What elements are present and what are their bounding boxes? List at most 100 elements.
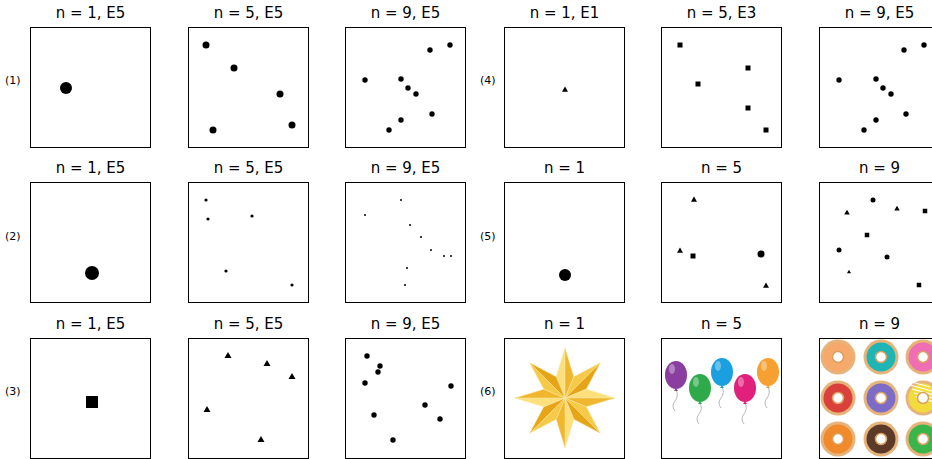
stimulus-panel: n = 5, E5 [188, 182, 309, 303]
dot [409, 224, 411, 226]
dot [390, 437, 395, 442]
stimulus-shapes [836, 42, 926, 132]
donuts-illustration [821, 340, 932, 457]
dot [289, 122, 296, 129]
balloon-string [719, 387, 723, 408]
donut [906, 422, 932, 457]
donut-dough [821, 422, 856, 457]
square-mark [678, 43, 683, 48]
stimulus-panel: n = 9, E5 [345, 182, 466, 303]
balloon-body [711, 358, 733, 386]
dot [364, 353, 369, 358]
dot [758, 251, 765, 258]
dot [871, 198, 876, 203]
panel-title: n = 1, E5 [1, 314, 180, 334]
balloon-shine [761, 361, 767, 371]
panel-title: n = 5 [632, 314, 811, 334]
dot [60, 82, 72, 94]
balloon-body [689, 374, 711, 402]
dot [250, 214, 253, 217]
stimulus-shapes [559, 269, 571, 281]
star-facet [565, 389, 615, 398]
panel-title: n = 9 [790, 314, 932, 334]
stimulus-panel: n = 5 [661, 182, 782, 303]
donut [821, 422, 856, 457]
balloon [689, 374, 711, 424]
panel-title: n = 9, E5 [790, 3, 932, 23]
donut-frosting [867, 343, 896, 372]
panel-title: n = 1 [475, 158, 654, 178]
stimulus-shapes [86, 396, 98, 408]
panel-title: n = 1, E1 [475, 3, 654, 23]
stimulus-shapes [204, 352, 296, 442]
star-facet [530, 363, 565, 398]
balloon [711, 358, 733, 408]
stimulus-panel: n = 9, E5 [819, 27, 932, 148]
triangle-mark [258, 436, 265, 442]
donut [864, 381, 899, 416]
row-label: (5) [480, 230, 496, 244]
dot [430, 249, 432, 251]
balloon-string [765, 387, 769, 408]
stimulus-panel: n = 5, E3 [661, 27, 782, 148]
star-facet [565, 398, 574, 448]
dot [277, 91, 284, 98]
stimulus-panel: n = 5, E5 [188, 27, 309, 148]
dot [885, 255, 890, 260]
panel-title: n = 5, E5 [159, 314, 338, 334]
dot [362, 380, 367, 385]
square-mark [865, 233, 870, 238]
balloon-string [673, 390, 677, 411]
dot [559, 269, 571, 281]
donut-dough [906, 381, 932, 416]
dot [437, 416, 442, 421]
row-label: (6) [480, 385, 496, 399]
donut-frosting [824, 343, 853, 372]
dot [888, 91, 893, 96]
square-mark [917, 283, 922, 288]
stimulus-panel: n = 1 [504, 182, 625, 303]
dot [921, 42, 926, 47]
dot [903, 111, 908, 116]
donut [864, 340, 899, 375]
dot [429, 111, 434, 116]
stimulus-shapes [60, 82, 72, 94]
panel-title: n = 1 [475, 314, 654, 334]
dot [204, 198, 207, 201]
panel-title: n = 5, E5 [159, 158, 338, 178]
triangle-mark [677, 248, 683, 253]
dot [398, 117, 403, 122]
dot [377, 363, 382, 368]
balloon-string [697, 403, 701, 424]
dot [413, 91, 418, 96]
square-mark [691, 254, 696, 259]
donut-stripe [910, 385, 932, 391]
panel-title: n = 5 [632, 158, 811, 178]
dot [203, 42, 210, 49]
row-label: (3) [5, 385, 21, 399]
donut-frosting [824, 384, 853, 413]
balloon [757, 358, 779, 408]
row-label: (4) [480, 74, 496, 88]
stimulus-shapes [85, 266, 99, 280]
dot [405, 85, 410, 90]
balloon-knot [674, 388, 678, 391]
balloon-knot [743, 401, 747, 404]
dot [420, 236, 422, 238]
panel-title: n = 9, E5 [316, 314, 495, 334]
balloon-body [734, 374, 756, 402]
balloon-body [757, 358, 779, 386]
stimulus-shapes [562, 87, 568, 92]
square-mark [764, 128, 769, 133]
donut-frosting [824, 425, 853, 454]
donut-dough [906, 422, 932, 457]
dot [371, 412, 376, 417]
stimulus-shapes [837, 198, 928, 288]
dot [836, 77, 841, 82]
dot [210, 127, 217, 134]
donut [821, 381, 856, 416]
donut-frosting [867, 425, 896, 454]
donut-dough [821, 340, 856, 375]
triangle-mark [264, 360, 271, 366]
panel-title: n = 9, E5 [316, 3, 495, 23]
